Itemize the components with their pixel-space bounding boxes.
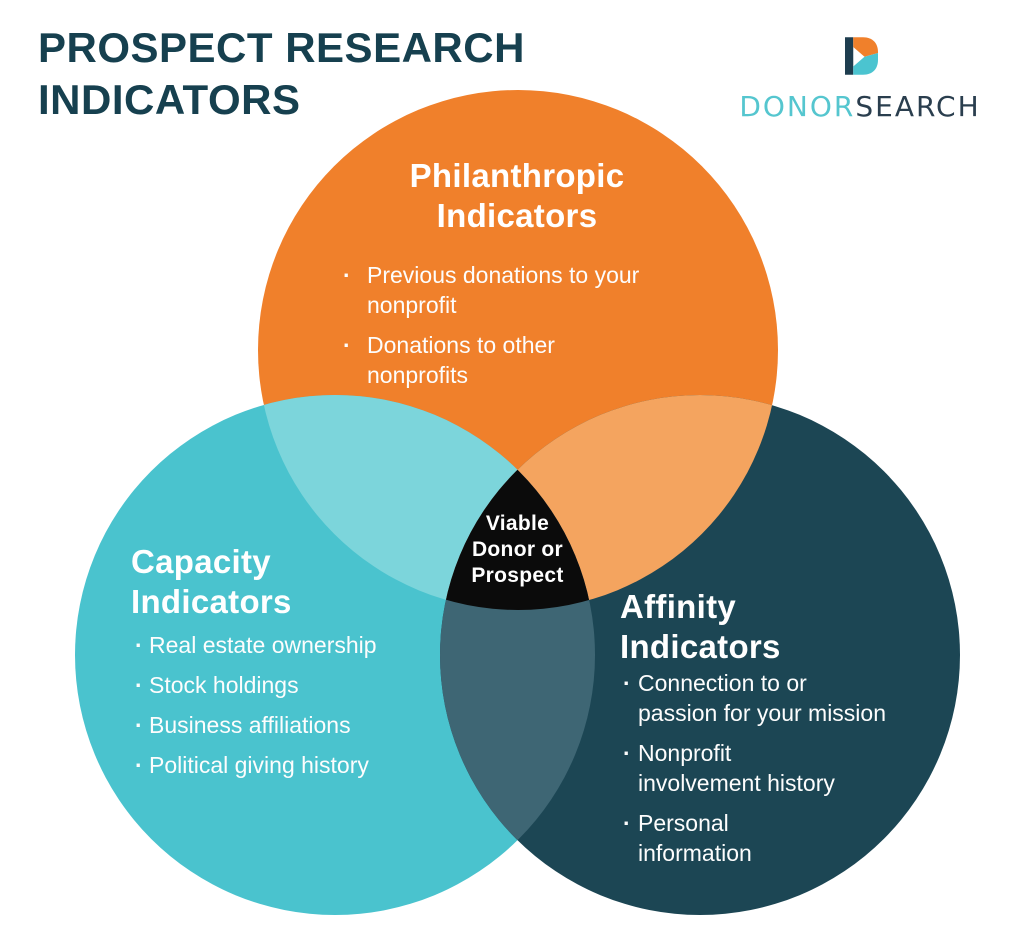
- donorsearch-wordmark: DONORSEARCH: [739, 90, 980, 123]
- donorsearch-logo: DONORSEARCH: [715, 28, 1005, 123]
- bullet-item: Donations to other nonprofits: [343, 330, 723, 390]
- logo-bar-shape: [845, 37, 854, 75]
- wordmark-search: SEARCH: [855, 90, 981, 123]
- bullet-item: Stock holdings: [135, 670, 465, 700]
- bullet-item: Personal information: [623, 808, 953, 868]
- philanthropic-section: Philanthropic Indicators: [317, 156, 717, 236]
- philanthropic-heading: Philanthropic Indicators: [409, 157, 625, 234]
- wordmark-donor: DONOR: [739, 90, 856, 123]
- affinity-heading: Affinity Indicators: [620, 588, 781, 665]
- affinity-section: Affinity Indicators: [620, 587, 960, 667]
- capacity-heading: Capacity Indicators: [131, 543, 292, 620]
- capacity-section: Capacity Indicators: [131, 542, 461, 622]
- page-title: PROSPECT RESEARCH INDICATORS: [38, 24, 525, 123]
- overlap-philanthropic-affinity: [440, 395, 778, 610]
- bullet-item: Previous donations to your nonprofit: [343, 260, 723, 320]
- capacity-bullet-list: Real estate ownershipStock holdingsBusin…: [135, 630, 465, 790]
- affinity-bullet-list: Connection to or passion for your missio…: [623, 668, 953, 878]
- bullet-item: Business affiliations: [135, 710, 465, 740]
- donorsearch-d-mark-icon: [845, 37, 878, 75]
- overlap-philanthropic-capacity: [258, 395, 595, 610]
- bullet-item: Real estate ownership: [135, 630, 465, 660]
- bullet-item: Nonprofit involvement history: [623, 738, 953, 798]
- philanthropic-bullet-list: Previous donations to your nonprofitDona…: [343, 260, 723, 400]
- center-intersection-label: Viable Donor or Prospect: [471, 512, 564, 587]
- bullet-item: Political giving history: [135, 750, 465, 780]
- bullet-item: Connection to or passion for your missio…: [623, 668, 953, 728]
- logo-bottom-wedge-shape: [853, 53, 878, 75]
- logo-top-wedge-shape: [853, 37, 878, 57]
